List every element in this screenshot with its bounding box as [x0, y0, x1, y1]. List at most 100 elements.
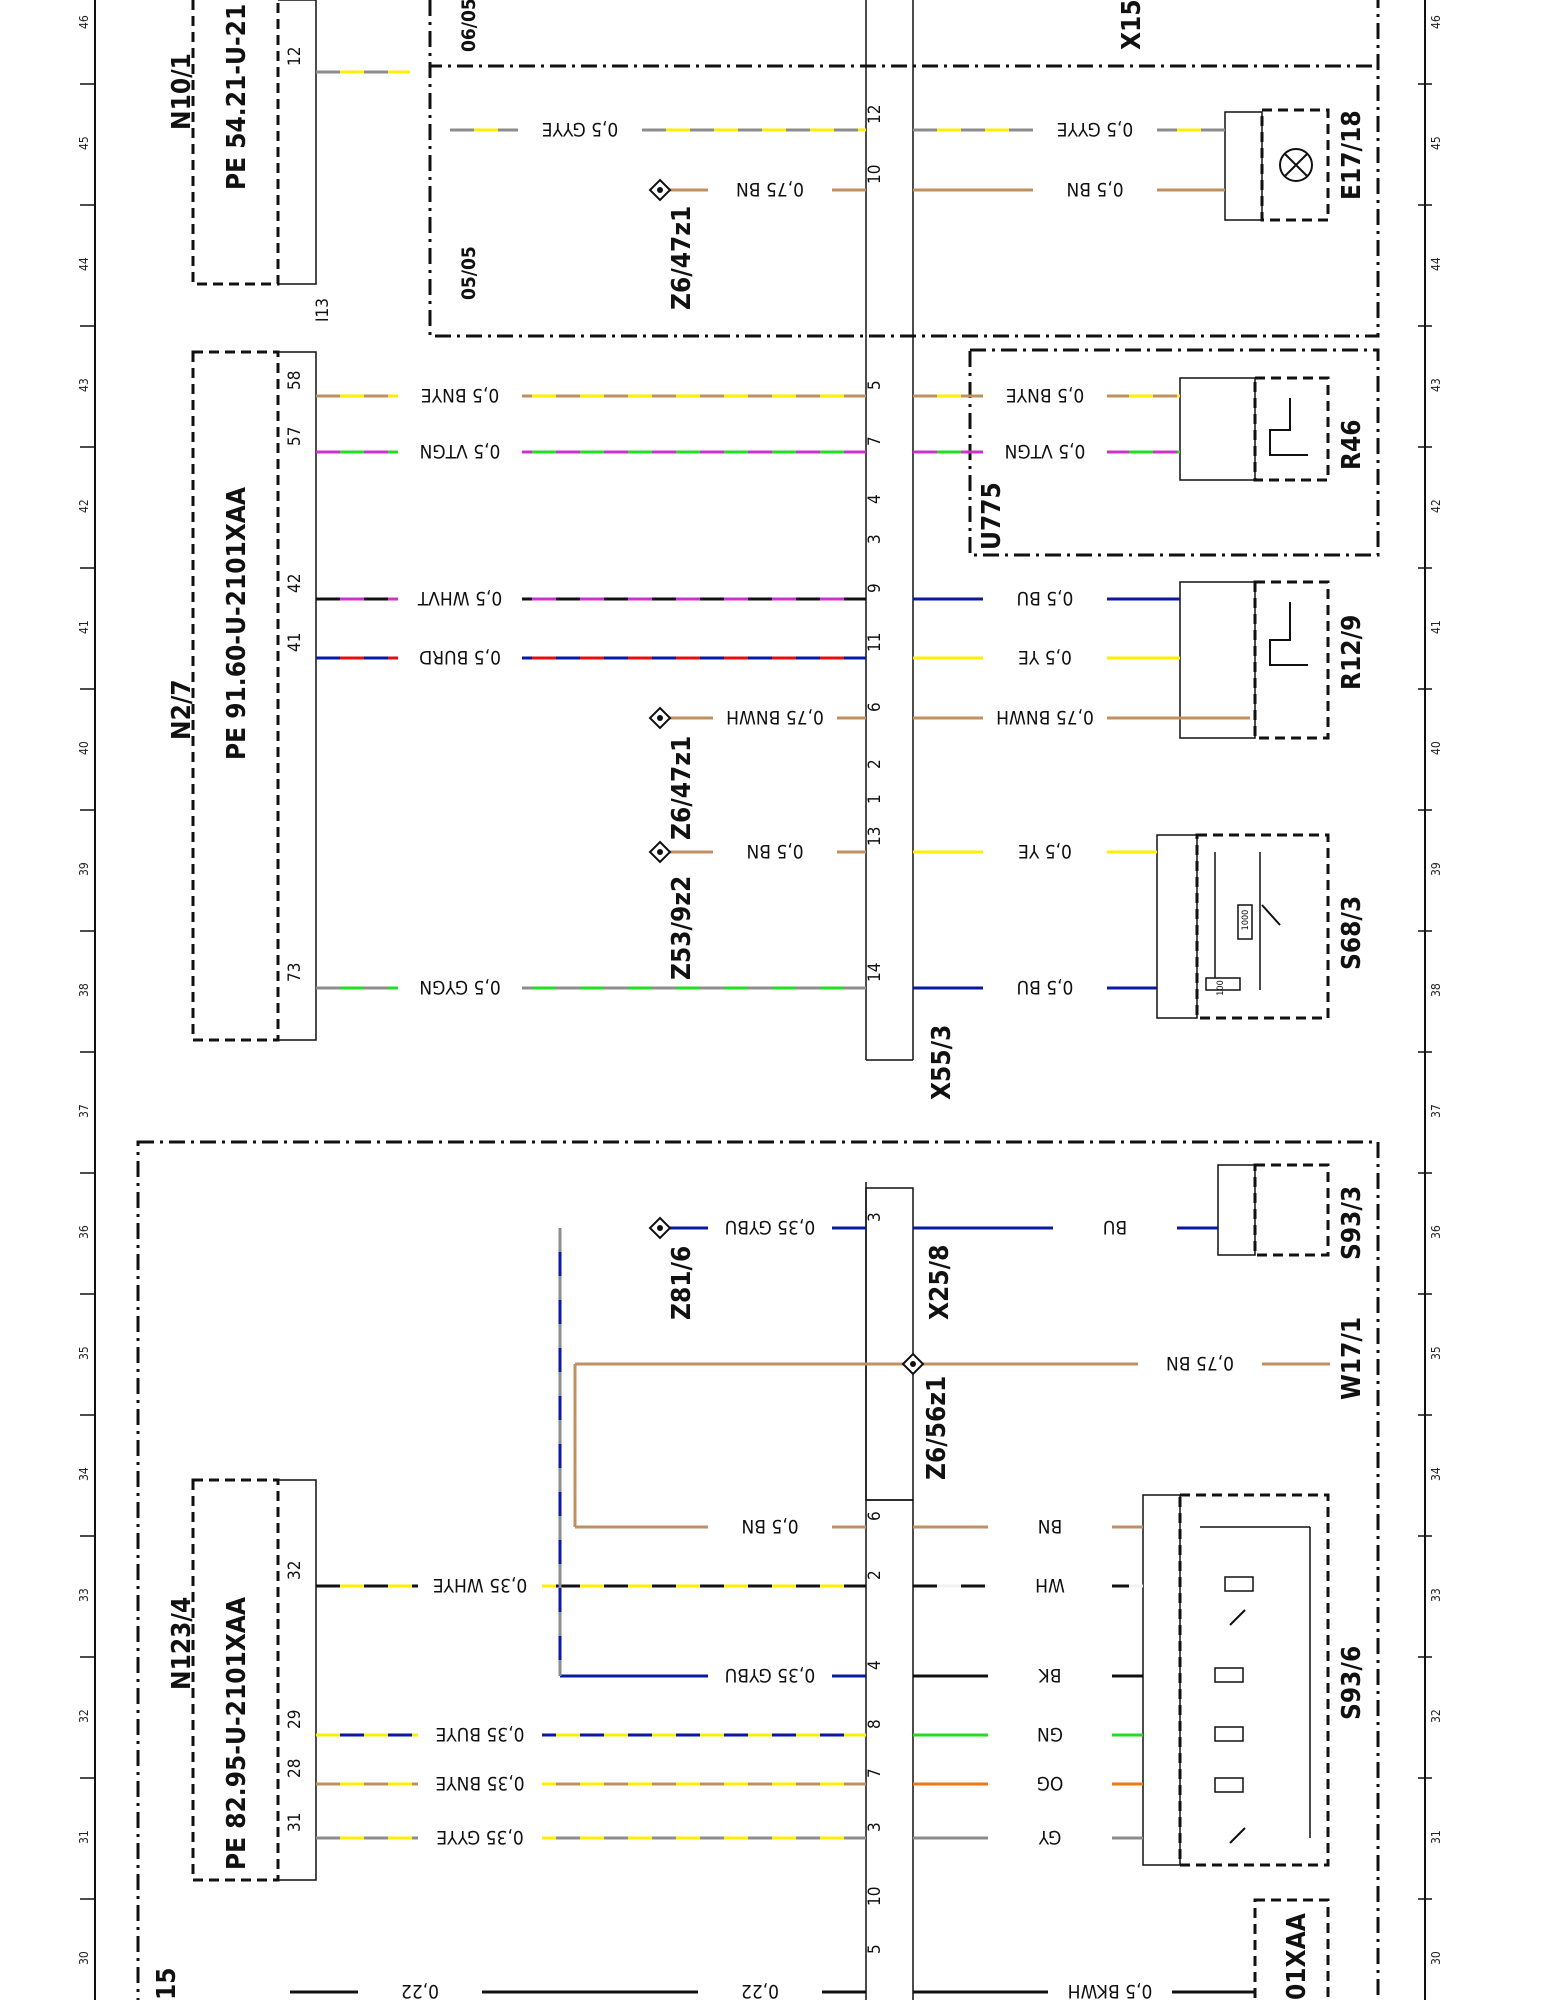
pin-number: 32: [285, 1561, 305, 1580]
lamp-icon: [1279, 148, 1313, 182]
wire-label-bg: [708, 178, 832, 202]
wire-label: 0,35 BNYE: [435, 1772, 524, 1794]
pin-number: 6: [865, 1511, 885, 1521]
x150-top-frame: [428, 0, 1378, 68]
n2-7-box: [191, 350, 280, 1042]
wire-label: 0,5 WHVT: [417, 587, 502, 609]
wire-label-bg: [398, 976, 522, 1000]
pin-number: 12: [865, 105, 885, 124]
wire-label: 0,35 WHYE: [433, 1574, 527, 1596]
pin-number: 31: [285, 1813, 305, 1832]
s93-3-label: S93/3: [1337, 1186, 1367, 1260]
z6-47z1-a-label: Z6/47z1: [667, 206, 697, 310]
ruler-label: 45: [1429, 136, 1443, 150]
wire-label: WH: [1035, 1574, 1065, 1596]
wire-label-bg: [988, 1772, 1112, 1796]
r46-label: R46: [1337, 419, 1367, 470]
ruler-label: 39: [77, 862, 91, 876]
n10-1-box: [191, 0, 280, 286]
wire-label: 0,5 BN: [746, 840, 803, 862]
ruler-label: 43: [1429, 378, 1443, 392]
pin-number: 12: [285, 47, 305, 66]
wire-label-bg: [1053, 1216, 1177, 1240]
w17-1-label: W17/1: [1337, 1317, 1367, 1400]
wire-label-bg: [983, 840, 1107, 864]
wire-label-bg: [983, 587, 1107, 611]
s68-3-label: S68/3: [1337, 896, 1367, 970]
wire-label-bg: [983, 706, 1107, 730]
wire-label-bg: [518, 118, 642, 142]
ruler-label: 45: [77, 136, 91, 150]
wire-label: 0,5 BU: [1017, 587, 1074, 609]
pin-number: 3: [865, 534, 885, 544]
wire-label: BK: [1038, 1664, 1062, 1686]
wire-label-bg: [713, 840, 837, 864]
n2-7-label: N2/7: [167, 679, 197, 740]
wire-label-bg: [708, 1216, 832, 1240]
wire-label: 0,5 BN: [1066, 178, 1123, 200]
wire-label: OG: [1037, 1772, 1064, 1794]
wire-label: 0,22: [741, 1980, 779, 2000]
wire-label: 0,5 BKWH: [1068, 1980, 1153, 2000]
wire-label-bg: [983, 646, 1107, 670]
ruler-label: 33: [1429, 1588, 1443, 1602]
x-mid-connector: [865, 1187, 914, 1501]
wire-label-bg: [988, 1826, 1112, 1850]
ruler-label: 40: [1429, 741, 1443, 755]
pin-number: 9: [865, 583, 885, 593]
n123-4-label: N123/4: [167, 1597, 197, 1690]
x25-8-label: X25/8: [925, 1245, 955, 1320]
wire-label: BN: [1038, 1515, 1063, 1537]
wire-label: 0,5 VTGN: [420, 440, 501, 462]
wire-label: 0,5 BNYE: [421, 384, 499, 406]
wire-label: 0,5 BN: [741, 1515, 798, 1537]
splice-dot: [910, 1361, 916, 1367]
wire-layer: [290, 70, 1330, 1994]
pin-number: 7: [865, 436, 885, 446]
n2-7-part-label: PE 91.60-U-2101XAA: [222, 487, 252, 760]
ruler-label: 31: [1429, 1830, 1443, 1844]
pin-number: 7: [865, 1768, 885, 1778]
pin-number: 10: [865, 165, 885, 184]
ruler-label: 35: [77, 1346, 91, 1360]
wire-label: 0,35 GYBU: [725, 1664, 815, 1686]
ruler-label: 38: [77, 983, 91, 997]
ruler-label: 32: [1429, 1709, 1443, 1723]
wire-label-bg: [983, 976, 1107, 1000]
ruler-label: 37: [77, 1104, 91, 1118]
wire-label-bg: [708, 1515, 832, 1539]
wire-label-bg: [708, 1664, 832, 1688]
wire-label-bg: [988, 1574, 1112, 1598]
ruler-label: 35: [1429, 1346, 1443, 1360]
wire-label-bg: [983, 384, 1107, 408]
ruler-label: 46: [77, 15, 91, 29]
ruler-label: 44: [1429, 257, 1443, 271]
wire-label: 0,75 BNWH: [996, 706, 1094, 728]
ruler-label: 40: [77, 741, 91, 755]
pin-number: 3: [865, 1822, 885, 1832]
wire-label: 0,5 YE: [1018, 646, 1072, 668]
ruler-label: 46: [1429, 15, 1443, 29]
wire-label: GY: [1038, 1826, 1061, 1848]
ruler-label: 41: [1429, 620, 1443, 634]
z6-56z1-label: Z6/56z1: [922, 1376, 952, 1480]
wire-label: 0,5 GYGN: [419, 976, 500, 998]
n10-1-label: N10/1: [167, 53, 197, 130]
r12-9-box: [1253, 580, 1330, 740]
wire-label: BU: [1103, 1216, 1127, 1238]
pin-number: 42: [285, 574, 305, 593]
ruler-label: 34: [1429, 1467, 1443, 1481]
ruler-label: 42: [77, 499, 91, 513]
pin-number: 29: [285, 1710, 305, 1729]
s93-6-box: [1178, 1493, 1330, 1867]
pin-number: 73: [285, 963, 305, 982]
wire-label-bg: [398, 440, 522, 464]
pin-number: 4: [865, 494, 885, 504]
wire-label-bg: [1138, 1352, 1262, 1376]
pin-number: 57: [285, 427, 305, 446]
x150-label: X150: [1117, 0, 1147, 50]
